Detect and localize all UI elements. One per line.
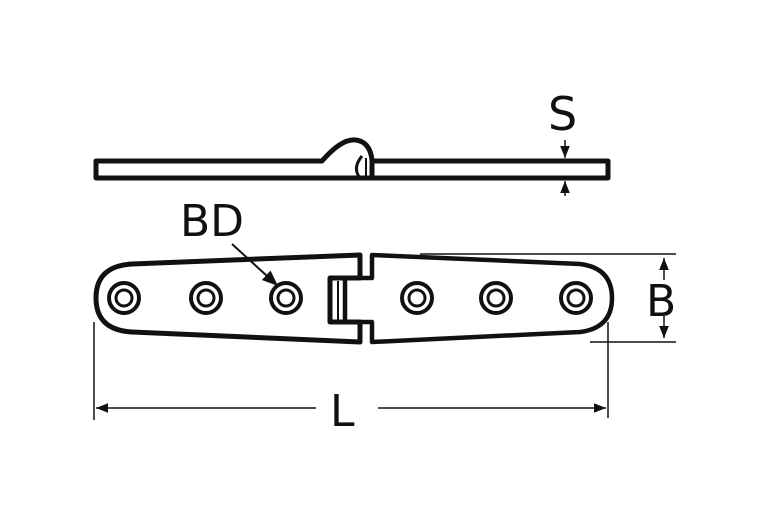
bore-diameter-label: BD bbox=[180, 196, 244, 247]
right-leaf bbox=[342, 252, 615, 345]
holes bbox=[107, 281, 593, 315]
hole bbox=[400, 281, 434, 315]
width-dimension: B bbox=[420, 253, 676, 343]
width-label: B bbox=[646, 276, 676, 327]
thickness-label: S bbox=[548, 87, 577, 141]
hole bbox=[559, 281, 593, 315]
side-view bbox=[93, 137, 611, 181]
hole bbox=[107, 281, 141, 315]
top-view bbox=[93, 252, 615, 345]
length-label: L bbox=[330, 386, 355, 437]
hole bbox=[189, 281, 223, 315]
hole bbox=[269, 281, 303, 315]
bore-diameter-callout: BD bbox=[180, 196, 279, 287]
length-dimension: L bbox=[93, 322, 609, 437]
left-leaf bbox=[93, 252, 363, 345]
thickness-dimension: S bbox=[548, 87, 577, 196]
hole bbox=[479, 281, 513, 315]
